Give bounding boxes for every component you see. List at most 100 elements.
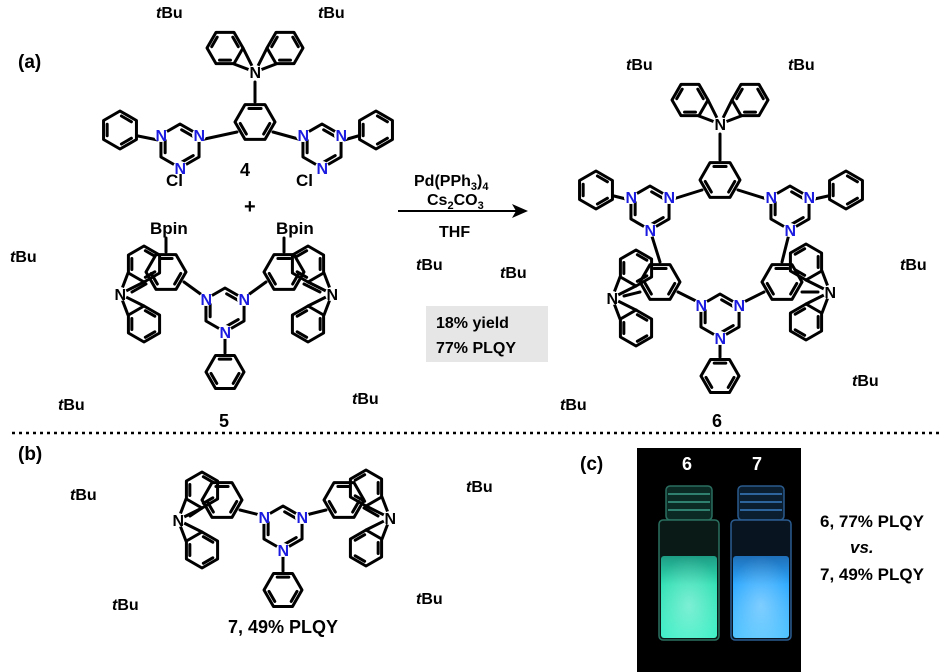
- carbazole-c7-carbazole-left-n-bg: [171, 513, 185, 527]
- c5-carbazole-left-double-bond: [143, 330, 157, 339]
- c6-carbazole-right-double-bond: [793, 268, 807, 277]
- comparison-line-2: vs.: [850, 538, 874, 557]
- compound-4-number: 4: [240, 160, 250, 180]
- c5-carbazole-left-double-bond: [143, 270, 157, 279]
- c4-bond: [198, 130, 239, 142]
- c7-benzene-left: [200, 481, 244, 519]
- c6-triazine-bottom-nitrogen-1: N: [695, 298, 707, 315]
- c7-triazine-nitrogen-2: N: [297, 510, 309, 527]
- c7-carbazole-left-double-bond: [201, 496, 215, 505]
- c6-phenyl-left: [578, 169, 614, 211]
- tbu-c5-right-bottom: tBu: [352, 391, 379, 408]
- c7-carbazole-left-double-bond: [201, 535, 215, 544]
- c7-carbazole-right-double-bond: [353, 494, 367, 503]
- c7-carbazole-left-double-bond: [201, 475, 215, 484]
- c6-triazine-left-nitrogen-1-bg: [623, 190, 638, 204]
- c6-carbazole-top-double-bond: [696, 87, 705, 101]
- carbazole-c6-carbazole-top-n: N: [715, 117, 727, 134]
- compound-7-label: 7, 49% PLQY: [228, 617, 338, 637]
- c6-triazine-bottom-nitrogen-0: N: [715, 331, 727, 348]
- tbu-c7-left-bottom: tBu: [112, 597, 139, 614]
- c6-triazine-right-nitrogen-2-bg: [802, 190, 817, 204]
- c6-benzene-left-double-bond: [667, 281, 677, 296]
- c7-triazine-nitrogen-2-bg: [295, 510, 310, 524]
- c5-bond: [130, 282, 148, 294]
- c4-triazine-left-nitrogen-1: N: [155, 128, 167, 145]
- carbazole-c6-carbazole-right-n: N: [825, 285, 837, 302]
- carbazole-c6-carbazole-left-n: N: [607, 291, 619, 308]
- c5-triazine-nitrogen-2: N: [239, 292, 251, 309]
- c7-benzene-right-double-bond: [327, 499, 337, 514]
- c6-triazine-left-nitrogen-2: N: [664, 190, 676, 207]
- tbu-c6-left-top: tBu: [500, 265, 527, 282]
- yield-box: [426, 306, 548, 362]
- carbazole-c5-carbazole-left-n: N: [115, 287, 127, 304]
- carbazole-c4-carbazole-n-bg: [248, 65, 262, 79]
- chlorine-left: Cl: [166, 171, 183, 190]
- c7-benzene-right-double-bond: [351, 499, 361, 514]
- c4-phenyl-right-double-bond: [375, 136, 389, 146]
- yield-text: 18% yield: [436, 315, 509, 332]
- c6-triazine-bottom-nitrogen-1-bg: [693, 298, 708, 312]
- c5-benzene-left-double-bond: [149, 271, 159, 286]
- panel-label-a: (a): [18, 52, 41, 73]
- c5-carbazole-right-double-bond: [295, 309, 309, 318]
- carbazole-c7-carbazole-right-n: N: [385, 511, 397, 528]
- c6-benzene-right-double-bond: [765, 281, 775, 296]
- tbu-c5-right-top: tBu: [416, 257, 443, 274]
- carbazole-c6-carbazole-top-n-bg: [713, 117, 727, 131]
- c4-phenyl-right: [358, 109, 394, 151]
- c4-central-benzene-double-bond: [262, 121, 272, 136]
- c4-triazine-left-nitrogen-0-bg: [173, 161, 187, 175]
- c4-triazine-left-nitrogen-2: N: [194, 128, 206, 145]
- c7-triazine-nitrogen-1: N: [258, 510, 270, 527]
- c5-phenyl-bottom-double-bond: [231, 371, 241, 385]
- c6-triazine-bottom-nitrogen-2-bg: [732, 298, 747, 312]
- c7-carbazole-right-double-bond: [353, 554, 367, 563]
- solvent-label: THF: [439, 224, 470, 241]
- c7-carbazole-right-double-bond: [353, 473, 367, 482]
- tbu-c5-left-top: tBu: [10, 249, 37, 266]
- c4-central-benzene: [233, 103, 277, 141]
- c6-triazine-left-nitrogen-1: N: [625, 190, 637, 207]
- c6-benzene-left-double-bond: [643, 281, 653, 296]
- c6-phenyl-bottom: [699, 358, 741, 394]
- vial-7-label: 7: [752, 454, 762, 474]
- comparison-line-3: 7, 49% PLQY: [820, 565, 925, 584]
- c6-phenyl-right-double-bond: [845, 196, 859, 206]
- c5-triazine-nitrogen-1: N: [200, 292, 212, 309]
- c6-triazine-left-double-bond: [650, 190, 665, 200]
- c4-triazine-right-nitrogen-2: N: [336, 128, 348, 145]
- c7-benzene-right: [322, 481, 366, 519]
- c7-bond: [362, 506, 380, 518]
- c7-triazine-double-bond: [283, 510, 298, 520]
- c6-triazine-right-nitrogen-0-bg: [783, 223, 797, 237]
- tbu-c6-top-left: tBu: [626, 57, 653, 74]
- c6-benzene-right: [760, 263, 804, 301]
- compound-5-number: 5: [219, 411, 229, 431]
- c7-benzene-left-double-bond: [229, 499, 239, 514]
- c5-triazine-nitrogen-2-bg: [237, 292, 252, 306]
- c5-triazine-nitrogen-1-bg: [198, 292, 213, 306]
- c6-phenyl-left-double-bond: [595, 196, 609, 206]
- c6-carbazole-right-double-bond: [793, 247, 807, 256]
- c4-phenyl-right-double-bond: [375, 114, 389, 124]
- c4-carbazole-double-bond: [270, 35, 279, 49]
- c6-benzene-top-double-bond: [727, 179, 737, 194]
- c5-benzene-right-double-bond: [267, 271, 277, 286]
- tbu-c7-right-top: tBu: [466, 479, 493, 496]
- carbazole-c4-carbazole-n: N: [250, 65, 262, 82]
- c6-phenyl-bottom-double-bond: [704, 375, 714, 389]
- c6-carbazole-left-double-bond: [635, 274, 649, 283]
- c5-triazine-double-bond: [225, 292, 240, 302]
- c4-triazine-right-nitrogen-2-bg: [334, 128, 349, 142]
- c6-phenyl-bottom-double-bond: [726, 375, 736, 389]
- tbu-c7-right-bottom: tBu: [416, 591, 443, 608]
- c6-triazine-bottom-double-bond: [720, 298, 735, 308]
- tbu-c6-top-right: tBu: [788, 57, 815, 74]
- tbu-c6-left-bottom: tBu: [560, 397, 587, 414]
- c6-carbazole-right-double-bond: [793, 328, 807, 337]
- c6-triazine-left-nitrogen-0: N: [645, 223, 657, 240]
